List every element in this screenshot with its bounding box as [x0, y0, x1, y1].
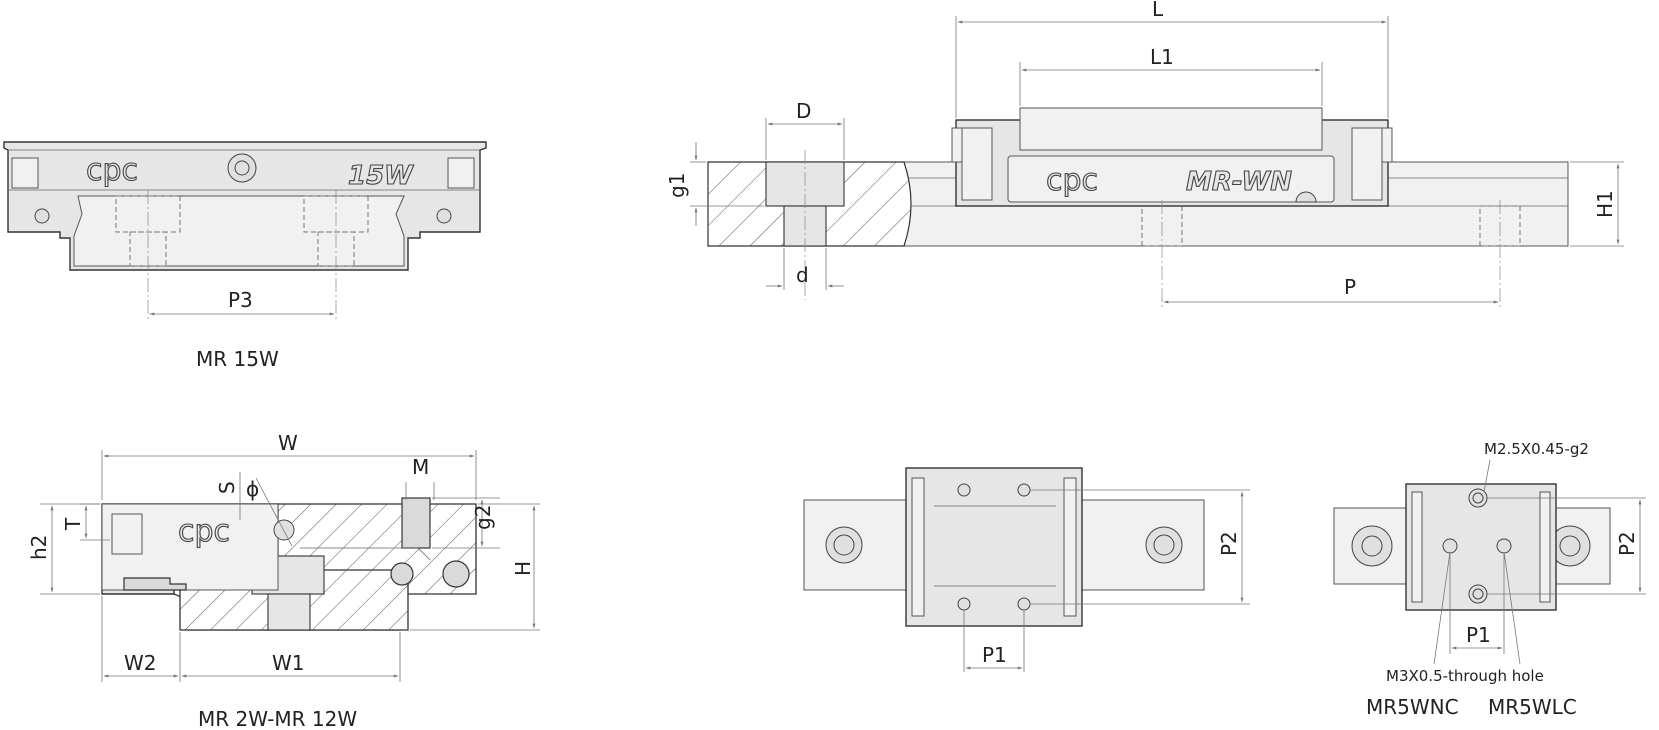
label-p2-lc: P2	[1615, 531, 1639, 556]
label-m: M	[412, 455, 429, 479]
label-t: T	[61, 517, 85, 531]
label-h1: H1	[1593, 190, 1617, 218]
label-l1: L1	[1150, 45, 1174, 69]
caption-mr5wnc: MR5WNC	[1366, 695, 1459, 719]
label-p2-nc: P2	[1217, 531, 1241, 556]
side-view: cpc MR-WN L L1 D d g1 H1	[665, 0, 1624, 310]
end-seal-front	[111, 513, 143, 555]
label-g1: g1	[665, 173, 689, 198]
label-p1-lc: P1	[1466, 623, 1491, 647]
rail-profile	[73, 195, 405, 267]
top-view-mr5wlc: P2 P1 M2.5X0.45-g2 M3X0.5-through hole M…	[1333, 440, 1646, 719]
carriage-top	[1019, 107, 1323, 151]
mr2w12w-front-view: cpc W S ϕ M T h2 g2	[27, 431, 540, 730]
label-p3: P3	[228, 288, 253, 312]
caption-mr15w: MR 15W	[196, 347, 279, 371]
label-s: S	[215, 481, 239, 494]
setscrew	[401, 497, 431, 549]
label-l: L	[1152, 0, 1164, 21]
label-w: W	[278, 431, 298, 455]
brand-cpc-side: cpc	[1046, 163, 1098, 198]
label-p: P	[1344, 275, 1356, 299]
caption-mr2w12w: MR 2W-MR 12W	[198, 707, 357, 730]
end-seal-right	[447, 157, 475, 189]
label-g2: g2	[471, 505, 495, 530]
model-mark-side: MR-WN	[1186, 167, 1292, 197]
caption-mr5wlc: MR5WLC	[1488, 695, 1577, 719]
carriage-top-view	[905, 467, 1083, 627]
brand-cpc-front: cpc	[178, 514, 230, 549]
mr15w-front-view: cpc 15W P3 MR 15W	[3, 141, 487, 371]
top-view-mr5wnc: P2 P1	[803, 467, 1250, 672]
label-p1-nc: P1	[982, 643, 1007, 667]
ball-right	[442, 560, 470, 588]
end-seal-left	[11, 157, 39, 189]
annotation-through-hole: M3X0.5-through hole	[1386, 667, 1544, 685]
label-d-upper: D	[796, 99, 811, 123]
model-mark-15w: 15W	[348, 161, 414, 191]
label-d-lower: d	[796, 263, 809, 287]
brand-cpc-15w: cpc	[86, 153, 138, 188]
label-h: H	[511, 561, 535, 576]
label-w2: W2	[124, 651, 157, 675]
label-phi: ϕ	[246, 477, 259, 501]
ball-left	[390, 562, 414, 586]
annotation-tap: M2.5X0.45-g2	[1484, 440, 1589, 458]
label-h2: h2	[27, 535, 51, 560]
label-w1: W1	[272, 651, 305, 675]
